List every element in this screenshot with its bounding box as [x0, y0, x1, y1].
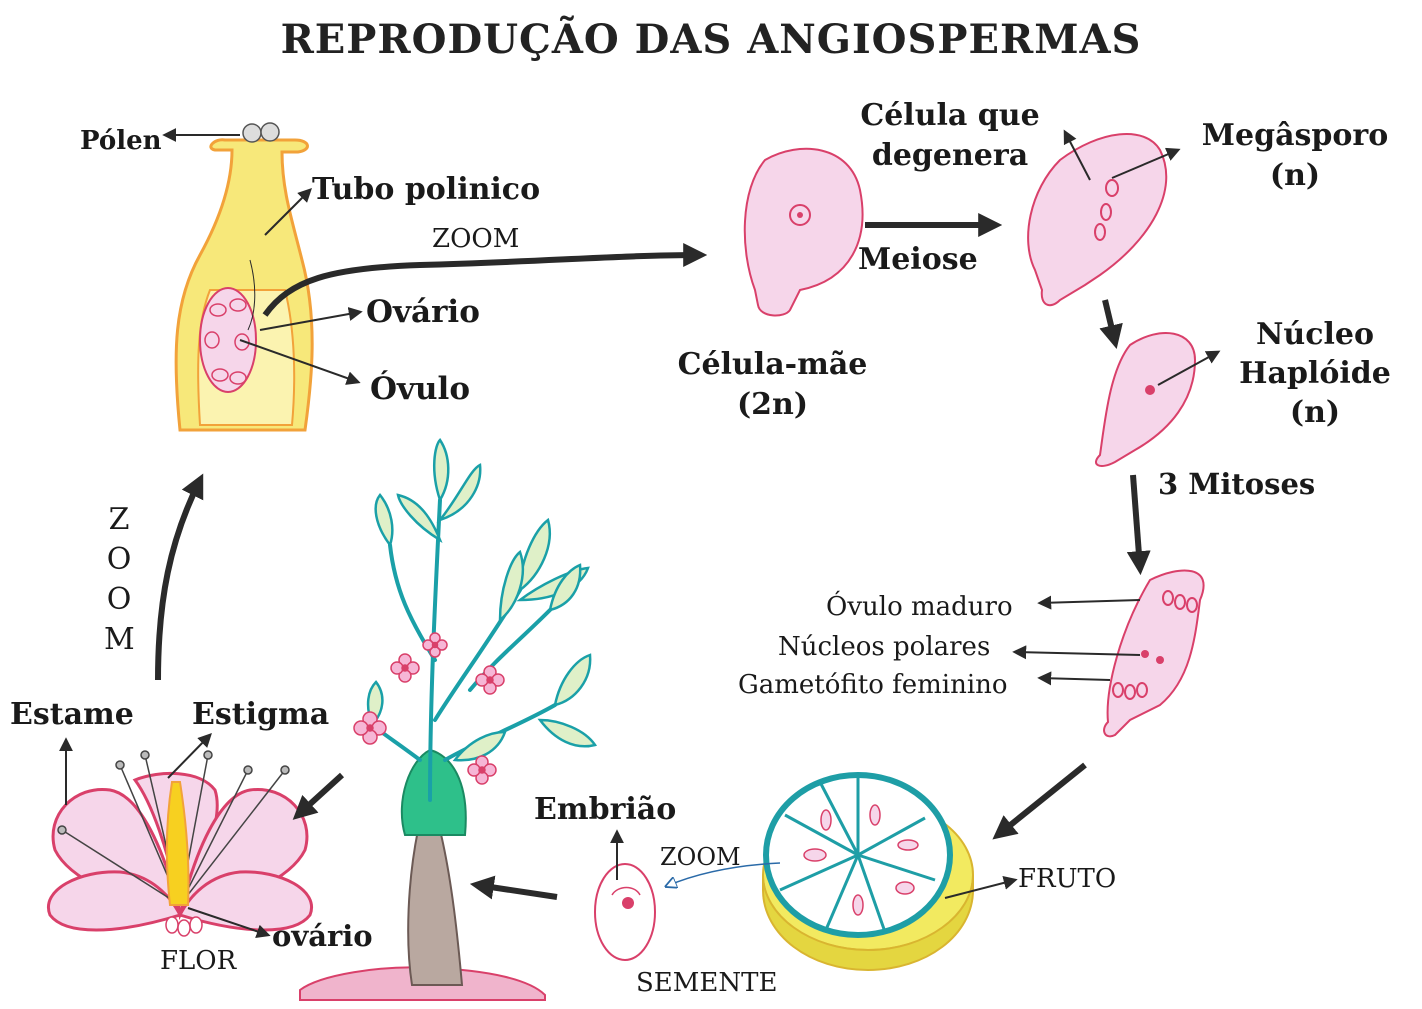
label-zoom-bottom: ZOOM — [660, 843, 741, 871]
cycle-arrows — [155, 213, 1151, 900]
label-nucleo-haploide: Núcleo Haplóide (n) — [1215, 315, 1415, 432]
label-megasporo-ploidy: (n) — [1269, 158, 1321, 193]
label-nucleo-text: Núcleo — [1256, 317, 1374, 352]
label-meiose: Meiose — [858, 242, 978, 277]
megaspore-cell-drawing — [1027, 133, 1168, 307]
zoom-letter-o1: O — [106, 542, 132, 577]
label-fruto: FRUTO — [1018, 864, 1117, 894]
fruit-drawing — [762, 772, 974, 972]
zoom-letter-o2: O — [106, 582, 132, 617]
label-estigma: Estigma — [192, 697, 330, 732]
label-polen: Pólen — [80, 126, 162, 156]
haploid-nucleus-cell-drawing — [1095, 332, 1197, 467]
label-estame: Estame — [10, 697, 134, 732]
label-arrows — [59, 128, 1221, 939]
plant-flowers — [353, 632, 505, 785]
label-megasporo-text: Megâsporo — [1201, 118, 1389, 153]
label-tubo-polinico: Tubo polinico — [312, 172, 541, 207]
pollen-grains — [242, 122, 280, 143]
flower-drawing — [46, 750, 314, 937]
label-celula-mae: Célula-mãe (2n) — [655, 345, 890, 425]
ovary-drawing — [199, 287, 257, 393]
label-megasporo: Megâsporo (n) — [1180, 116, 1410, 196]
plant-drawing — [299, 438, 598, 1001]
label-nucleos-polares: Núcleos polares — [778, 632, 991, 662]
label-degenera-text: degenera — [871, 138, 1029, 173]
zoom-letter-z: Z — [108, 502, 130, 537]
diagram-title: REPRODUÇÃO DAS ANGIOSPERMAS — [280, 16, 1142, 63]
label-celula-mae-text: Célula-mãe — [677, 347, 868, 382]
label-ovulo-maduro: Óvulo maduro — [826, 592, 1013, 622]
label-zoom-vertical: Z O O M — [104, 500, 135, 660]
label-embriao: Embrião — [534, 792, 677, 827]
label-zoom-top: ZOOM — [432, 224, 520, 254]
seed-drawing — [594, 863, 656, 961]
zoom-letter-m: M — [104, 622, 135, 657]
label-celula-mae-ploidy: (2n) — [736, 387, 809, 422]
label-gametofito-feminino: Gametófito feminino — [738, 670, 1008, 700]
label-haploide-text: Haplóide — [1239, 356, 1391, 391]
label-celula-que-degenera: Célula que degenera — [835, 96, 1065, 176]
seed-zoom-arrow — [667, 862, 781, 886]
label-flor: FLOR — [160, 946, 237, 976]
label-ovulo: Óvulo — [370, 371, 471, 407]
pistil-drawing — [174, 122, 314, 432]
mature-ovule-drawing — [1103, 569, 1205, 738]
label-nucleo-ploidy: (n) — [1289, 395, 1341, 430]
label-3-mitoses: 3 Mitoses — [1158, 467, 1316, 501]
label-semente: SEMENTE — [636, 968, 778, 998]
label-ovario-upper: Ovário — [366, 294, 480, 330]
label-ovario-lower: ovário — [272, 919, 373, 953]
label-celula-que-text: Célula que — [860, 98, 1040, 133]
mother-cell-drawing — [743, 147, 864, 317]
